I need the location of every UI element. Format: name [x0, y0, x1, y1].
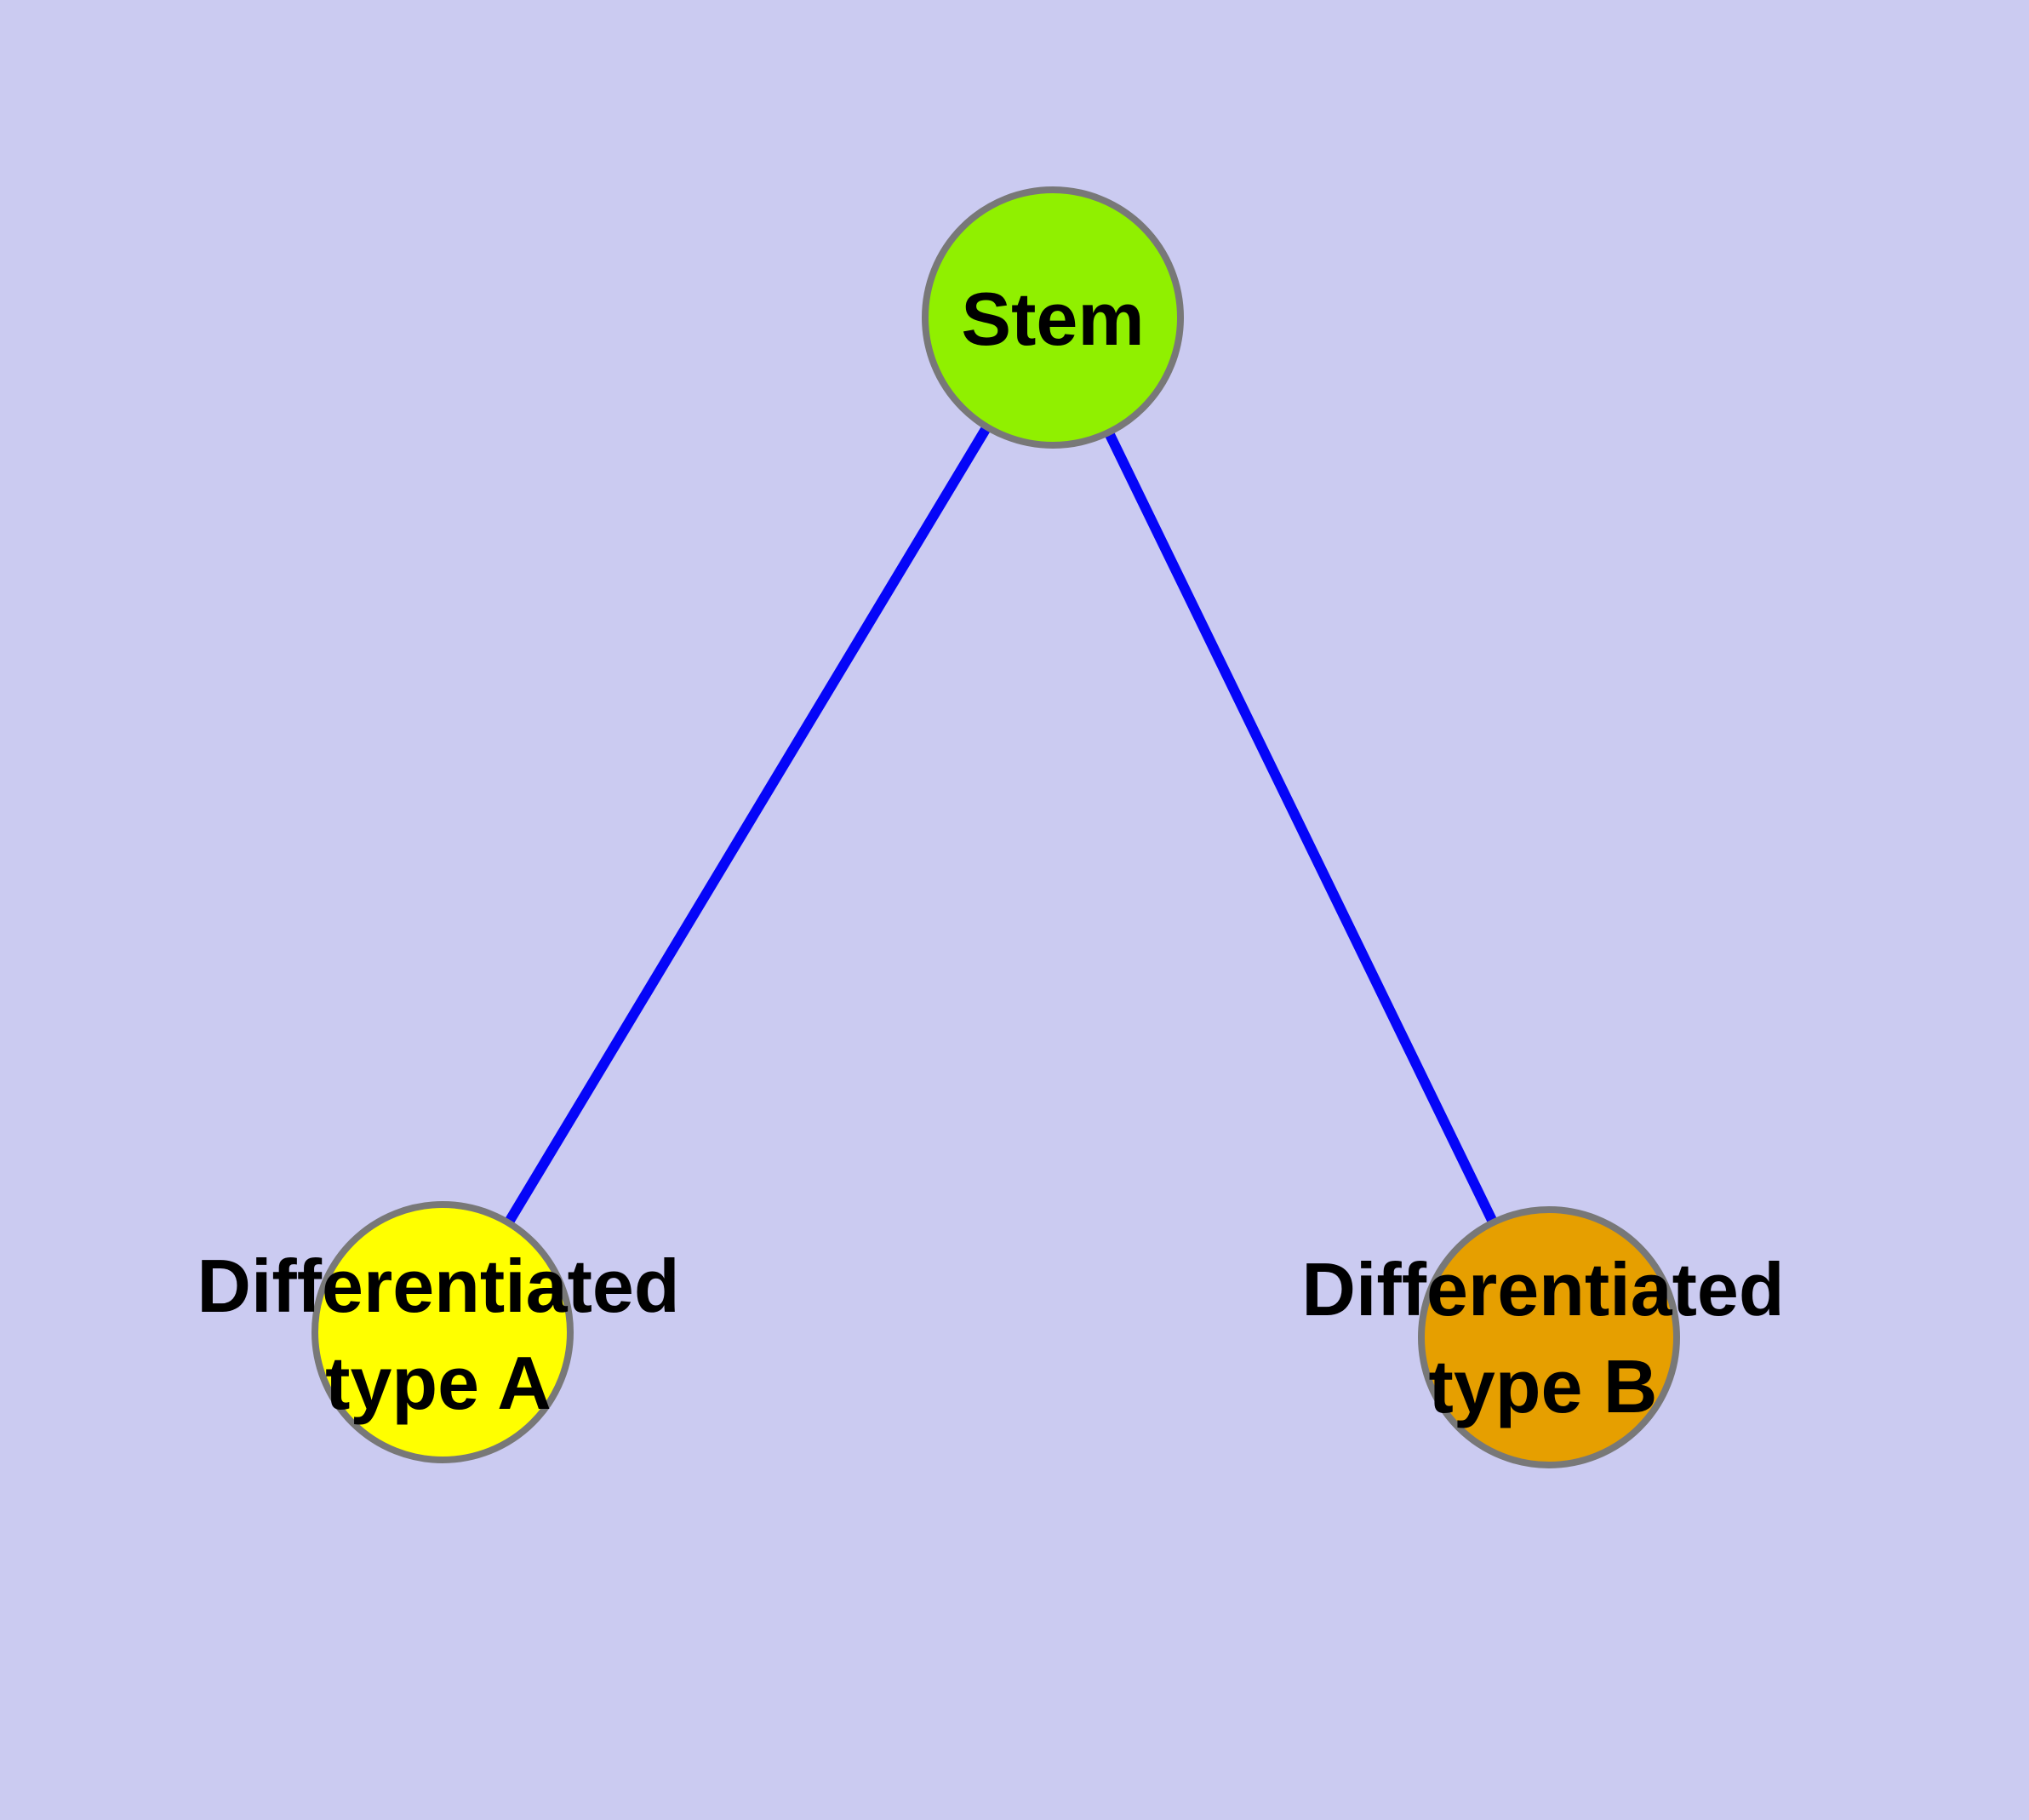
edge-stem-to-type-b	[1048, 312, 1554, 1342]
edge-stem-to-type-a	[437, 312, 1058, 1337]
node-type-b-circle	[1418, 1206, 1680, 1468]
node-type-a-circle	[311, 1201, 574, 1463]
node-stem-circle	[922, 186, 1184, 449]
